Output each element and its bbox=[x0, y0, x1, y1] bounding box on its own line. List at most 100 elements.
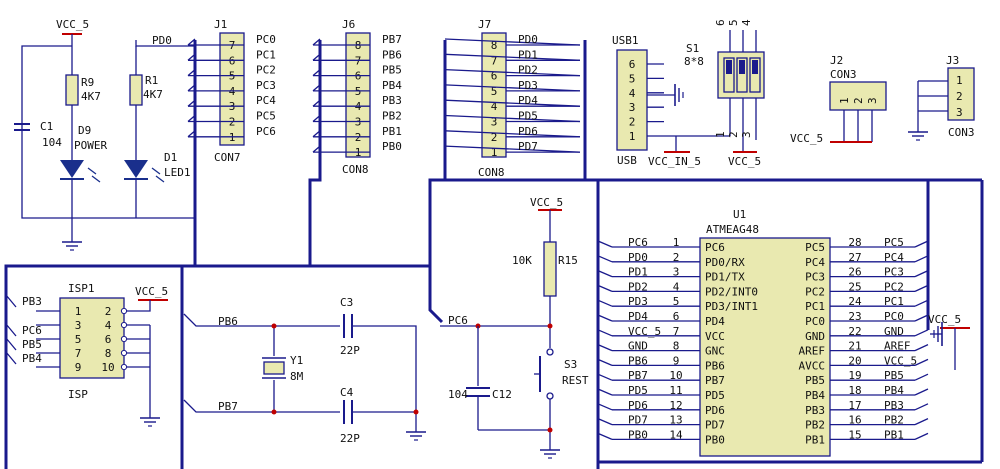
u1-left-bus-entry bbox=[597, 314, 613, 322]
u1-pinname-VCC: VCC bbox=[705, 330, 725, 343]
u1-net-PD6: PD6 bbox=[628, 399, 648, 412]
r9-value: 4K7 bbox=[81, 90, 101, 103]
u1-right-bus-entry bbox=[914, 344, 929, 352]
j7-ref: J7 bbox=[478, 18, 491, 31]
u1-net-PD3: PD3 bbox=[628, 295, 648, 308]
u1-pin-22: 22 bbox=[848, 325, 861, 338]
u1-net-PD0: PD0 bbox=[628, 251, 648, 264]
u1-net-GND: GND bbox=[884, 325, 904, 338]
isp-pin-5: 5 bbox=[75, 333, 82, 346]
u1-left-bus-entry bbox=[597, 358, 613, 366]
s1-pin-3: 3 bbox=[740, 131, 753, 138]
isp-bus-entry bbox=[5, 294, 17, 308]
u1-pinname-PB7: PB7 bbox=[705, 374, 725, 387]
j1-bus-entry bbox=[187, 99, 196, 107]
j7-net-PD7: PD7 bbox=[518, 140, 538, 153]
j7-pin-6: 6 bbox=[491, 70, 498, 83]
u1-right-bus-entry bbox=[914, 432, 929, 440]
u1-net-PB2: PB2 bbox=[884, 414, 904, 427]
u1-pinname-PC2: PC2 bbox=[805, 285, 825, 298]
u1-pinname-PC5: PC5 bbox=[805, 241, 825, 254]
j1-name: CON7 bbox=[214, 151, 241, 164]
u1-pinname-PB5: PB5 bbox=[805, 374, 825, 387]
switch-s3 bbox=[546, 348, 554, 356]
u1-pin-5: 5 bbox=[673, 295, 680, 308]
u1-net-PC6: PC6 bbox=[628, 236, 648, 249]
crystal-section: PB6 Y1 8M PB7 C3 22P C4 22P bbox=[183, 296, 427, 445]
isp-pin-4: 4 bbox=[105, 319, 112, 332]
j6-bus-entry bbox=[312, 145, 321, 153]
isp-pin-dot bbox=[120, 321, 128, 329]
j6-net-PB6: PB6 bbox=[382, 48, 402, 61]
led-power-section: VCC_5 R9 4K7 D9 POWER C1 104 PD0 R1 4K7 … bbox=[14, 18, 195, 251]
j3-name: CON3 bbox=[948, 126, 975, 139]
j7-bus-entry bbox=[444, 53, 581, 61]
r9-ref: R9 bbox=[81, 76, 94, 89]
u1-pin-28: 28 bbox=[848, 236, 861, 249]
u1-pinname-PB4: PB4 bbox=[805, 389, 825, 402]
j7-bus-entry bbox=[444, 145, 581, 153]
u1-pinname-PD6: PD6 bbox=[705, 404, 725, 417]
u1-pinname-PB3: PB3 bbox=[805, 404, 825, 417]
u1-pinname-PD4: PD4 bbox=[705, 315, 725, 328]
s1-pin-2: 2 bbox=[727, 131, 740, 138]
j6-bus-entry bbox=[312, 130, 321, 138]
j3-ref: J3 bbox=[946, 54, 959, 67]
u1-pin-13: 13 bbox=[669, 414, 682, 427]
header-j1: J1 CON7 bbox=[214, 18, 245, 164]
j1-net-PC5: PC5 bbox=[256, 110, 276, 123]
u1-pin-14: 14 bbox=[669, 428, 683, 441]
isp-pin-9: 9 bbox=[75, 361, 82, 374]
j6-net-PB4: PB4 bbox=[382, 79, 402, 92]
u1-pin-3: 3 bbox=[673, 266, 680, 279]
s1-ref: S1 bbox=[686, 42, 699, 55]
u1-pinname-PC0: PC0 bbox=[805, 315, 825, 328]
u1-net-PC2: PC2 bbox=[884, 280, 904, 293]
u1-right-bus-entry bbox=[914, 314, 929, 322]
j6-bus-entry bbox=[312, 69, 321, 77]
u1-pinname-PB6: PB6 bbox=[705, 359, 725, 372]
u1-net-PC5: PC5 bbox=[884, 236, 904, 249]
u1-right-bus-entry bbox=[914, 418, 929, 426]
u1-body bbox=[699, 237, 831, 457]
u1-pinname-AVCC: AVCC bbox=[799, 359, 826, 372]
u1-pin-12: 12 bbox=[669, 399, 682, 412]
u1-left-bus-entry bbox=[597, 344, 613, 352]
j3-pin-2: 2 bbox=[956, 90, 963, 103]
s1-size: 8*8 bbox=[684, 55, 704, 68]
u1-pin-15: 15 bbox=[848, 428, 861, 441]
u1-left-bus-entry bbox=[597, 255, 613, 263]
u1-pin-27: 27 bbox=[848, 251, 861, 264]
isp-pin-6: 6 bbox=[105, 333, 112, 346]
u1-pin-6: 6 bbox=[673, 310, 680, 323]
usb-pin-2: 2 bbox=[629, 116, 636, 129]
u1-pinname-PD3/INT1: PD3/INT1 bbox=[705, 300, 758, 313]
y1-value: 8M bbox=[290, 370, 304, 383]
reset-section: VCC_5 10K R15 PC6 104 C12 S3 REST bbox=[440, 196, 589, 459]
j7-pin-3: 3 bbox=[491, 116, 498, 129]
u1-right-bus-entry bbox=[914, 299, 929, 307]
r1-value: 4K7 bbox=[143, 88, 163, 101]
u1-pinname-PC6: PC6 bbox=[705, 241, 725, 254]
u1-right-bus-entry bbox=[914, 255, 929, 263]
j7-net-PD2: PD2 bbox=[518, 64, 538, 77]
u1-pin-21: 21 bbox=[848, 340, 861, 353]
u1-left-bus-entry bbox=[597, 373, 613, 381]
j6-bus-entry bbox=[312, 53, 321, 61]
u1-pin-16: 16 bbox=[848, 414, 861, 427]
u1-pin-2: 2 bbox=[673, 251, 680, 264]
u1-net-PC1: PC1 bbox=[884, 295, 904, 308]
resistor-r15 bbox=[543, 241, 557, 297]
pb6-net-label: PB6 bbox=[218, 315, 238, 328]
u1-pin-4: 4 bbox=[673, 280, 680, 293]
u1-section: U1 ATMEAG48 VCC_5 bbox=[699, 208, 970, 457]
u1-net-PB7: PB7 bbox=[628, 369, 648, 382]
j2-section: J2 CON3 1 2 3 VCC_5 bbox=[790, 54, 887, 145]
u1-pinname-PD1/TX: PD1/TX bbox=[705, 271, 745, 284]
u1-net-GND: GND bbox=[628, 340, 648, 353]
j2-pin-3: 3 bbox=[866, 97, 879, 104]
j7-net-PD3: PD3 bbox=[518, 79, 538, 92]
u1-net-PD2: PD2 bbox=[628, 280, 648, 293]
u1-pin-11: 11 bbox=[669, 384, 682, 397]
j7-net-PD4: PD4 bbox=[518, 94, 538, 107]
